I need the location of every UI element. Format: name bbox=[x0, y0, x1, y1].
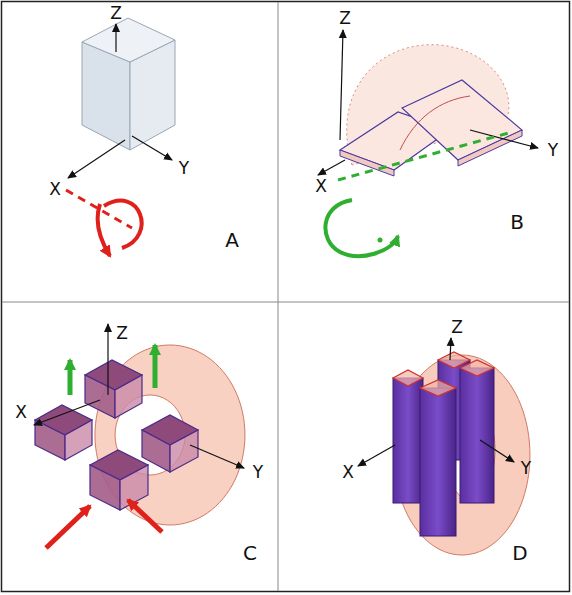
axis bbox=[318, 160, 345, 175]
axis-label: Z bbox=[110, 5, 122, 22]
axis-label: X bbox=[315, 178, 327, 195]
panel-letter: D bbox=[512, 543, 527, 563]
rotation-axis bbox=[338, 132, 512, 180]
axis-label: X bbox=[49, 181, 61, 198]
axis-label: Y bbox=[548, 142, 558, 159]
axis bbox=[115, 24, 116, 52]
axis bbox=[107, 324, 108, 395]
axis bbox=[132, 136, 172, 160]
axis bbox=[68, 140, 125, 178]
rotation-arrow bbox=[98, 204, 110, 256]
axis-label: X bbox=[15, 404, 27, 421]
rotation-arrow bbox=[325, 200, 398, 256]
axis-label: Z bbox=[451, 319, 463, 336]
axis-label: X bbox=[342, 464, 354, 481]
axis bbox=[34, 400, 100, 425]
axis bbox=[358, 445, 395, 466]
ring-volume bbox=[394, 355, 530, 555]
axis bbox=[480, 440, 514, 462]
axis-label: Y bbox=[179, 160, 189, 177]
axis-label: Z bbox=[339, 10, 351, 27]
column-top bbox=[393, 352, 494, 396]
rotation-arrow bbox=[104, 201, 142, 248]
axis-label: Z bbox=[116, 325, 128, 342]
panel-letter: B bbox=[510, 212, 524, 232]
force-arrow bbox=[153, 345, 158, 388]
axis bbox=[450, 338, 451, 360]
force-arrow bbox=[46, 506, 90, 548]
axis bbox=[340, 30, 343, 140]
column bbox=[393, 360, 494, 536]
panel-letter: C bbox=[243, 543, 257, 563]
divider bbox=[278, 2, 279, 591]
dot bbox=[378, 238, 383, 243]
panel-letter: A bbox=[225, 230, 239, 250]
axis bbox=[190, 445, 244, 468]
divider bbox=[2, 302, 569, 303]
block bbox=[35, 360, 198, 510]
axis-label: Y bbox=[521, 460, 531, 477]
axis-label: Y bbox=[253, 464, 263, 481]
cube bbox=[82, 18, 175, 150]
force-arrow bbox=[68, 360, 73, 395]
force-arrow bbox=[128, 500, 162, 532]
slab bbox=[340, 80, 522, 176]
